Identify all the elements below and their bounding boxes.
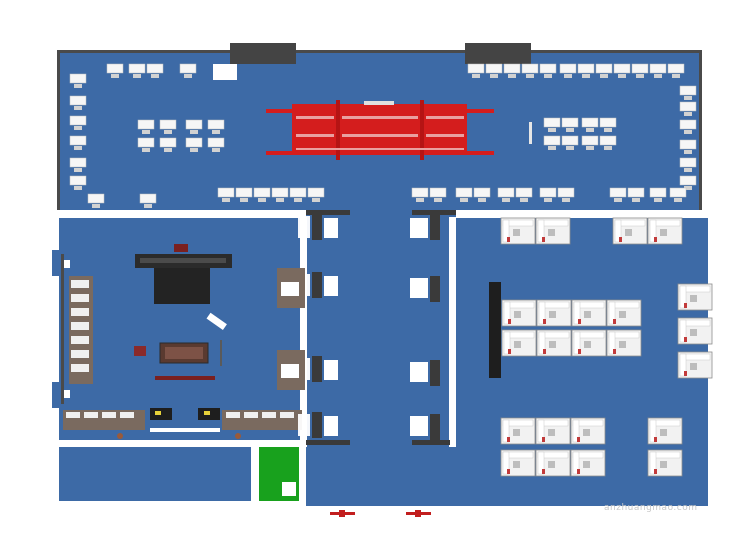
partition-screen [489,282,501,378]
top-left-workstations [69,63,237,191]
top-right-desk-cluster [529,117,617,151]
left-room-bench-seating [64,260,93,398]
corridor-desks [277,214,450,445]
bottom-doors [330,510,431,517]
conference-table [134,312,227,380]
left-room-bottom-desks [63,408,302,439]
cubicle-block-right [677,283,713,379]
floor-bottom-left-room [59,447,251,501]
watermark: anzhuangmao.com [604,503,698,513]
floor-corridor [306,210,456,506]
walls [52,43,702,447]
left-room-stage [135,244,232,304]
red-feature-table [266,100,494,160]
